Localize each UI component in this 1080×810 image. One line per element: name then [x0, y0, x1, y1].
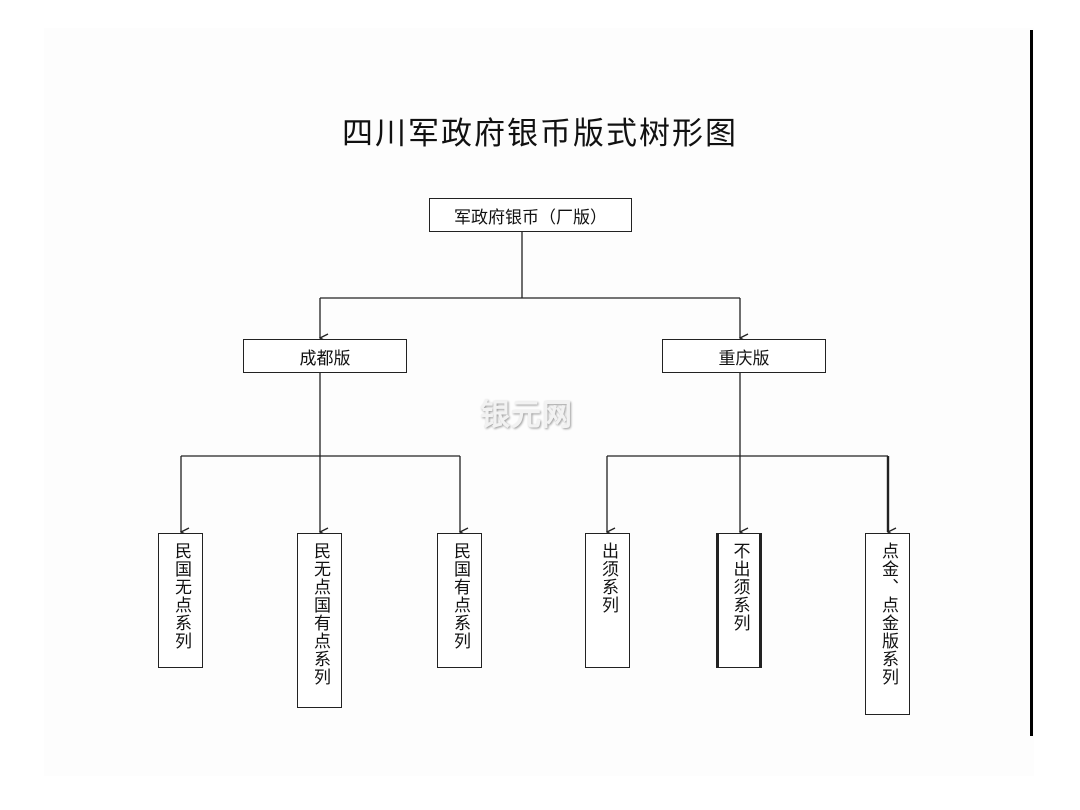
leaf-label-3: 民国有点系列 — [450, 542, 470, 650]
diagram-title: 四川军政府银币版式树形图 — [342, 116, 738, 152]
root-node: 军政府银币（厂版） — [429, 198, 632, 232]
branch-node-chengdu: 成都版 — [243, 339, 407, 373]
branch-label-chongqing: 重庆版 — [718, 348, 770, 369]
watermark-logo: 银元网 — [480, 398, 573, 433]
leaf-label-1: 民国无点系列 — [171, 542, 191, 650]
leaf-label-5: 不出须系列 — [729, 542, 750, 632]
leaf-label-6: 点金、点金版系列 — [878, 542, 898, 686]
leaf-node-4: 出须系列 — [585, 533, 630, 668]
branch-node-chongqing: 重庆版 — [662, 339, 826, 373]
leaf-label-2: 民无点国有点系列 — [310, 542, 330, 686]
leaf-node-3: 民国有点系列 — [437, 533, 482, 668]
leaf-node-6: 点金、点金版系列 — [865, 533, 910, 715]
leaf-node-5: 不出须系列 — [716, 533, 762, 668]
leaf-node-1: 民国无点系列 — [158, 533, 203, 668]
right-border-rule — [1030, 30, 1033, 736]
leaf-label-4: 出须系列 — [598, 542, 618, 614]
branch-label-chengdu: 成都版 — [299, 348, 351, 369]
root-node-label: 军政府银币（厂版） — [454, 207, 607, 228]
leaf-node-2: 民无点国有点系列 — [297, 533, 342, 708]
